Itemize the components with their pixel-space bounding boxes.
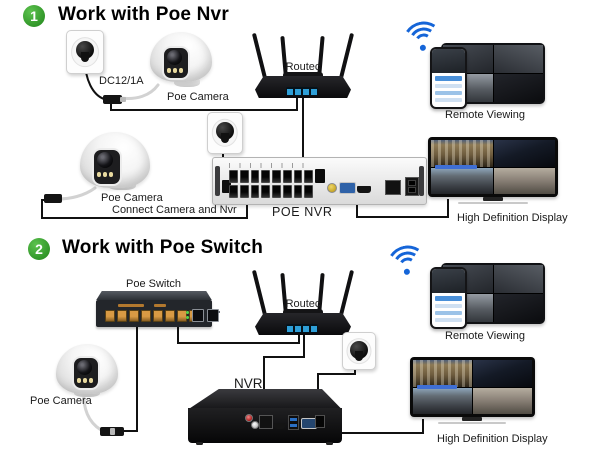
- nvr2-label: NVR: [234, 376, 263, 391]
- smartphone: [430, 47, 467, 109]
- dc-power-label: DC12/1A: [99, 75, 144, 87]
- camera-lens-icon: [97, 152, 113, 168]
- router-ports: [286, 87, 318, 96]
- pigtail-connector: [44, 194, 62, 203]
- wall-outlet-2: [207, 112, 243, 154]
- tv-stand: [462, 417, 482, 421]
- nvr-power-switch: [315, 169, 325, 183]
- switch-leds: [186, 311, 189, 319]
- tv-shadow: [438, 422, 506, 424]
- usb-ports: [288, 415, 299, 430]
- nvr-power-port: [222, 180, 231, 193]
- phone-screen: [432, 269, 465, 327]
- power-plug-icon: [350, 340, 368, 359]
- cable-switch-to-camera3: [122, 324, 138, 432]
- nvr-foot: [326, 442, 333, 445]
- router2-label: Routec: [285, 298, 321, 310]
- nvr2-power-port: [315, 415, 325, 428]
- tv-camera-grid: [413, 360, 532, 414]
- section2-badge: 2: [28, 238, 50, 260]
- camera2-label: Poe Camera: [101, 192, 163, 204]
- router-1: Routec: [251, 28, 355, 98]
- hd-display-label-2: High Definition Display: [437, 433, 548, 445]
- nvr-2: [188, 389, 342, 445]
- poe-camera-1: [148, 30, 216, 92]
- tv-shadow: [458, 202, 528, 204]
- router-fin: [283, 309, 323, 316]
- nvr-poe-ports: [229, 170, 313, 198]
- nvr-foot: [196, 442, 203, 445]
- router-2: Routec: [251, 265, 355, 335]
- section2-title: Work with Poe Switch: [62, 237, 264, 258]
- switch-poe-ports: [105, 310, 199, 322]
- power-plug-icon: [76, 41, 94, 60]
- remote-viewing-label: Remote Viewing: [445, 330, 525, 342]
- poe-nvr: [212, 157, 427, 205]
- camera-lens-icon: [167, 50, 182, 65]
- tv-camera-grid: [431, 140, 555, 194]
- dc-connector: [103, 95, 122, 104]
- phone-screen: [432, 49, 465, 107]
- switch-top: [96, 291, 212, 301]
- switch-print: [118, 304, 144, 307]
- smartphone: [430, 267, 467, 329]
- ethernet-port: [259, 415, 273, 429]
- router-ports: [286, 324, 318, 333]
- remote-viewing-label: Remote Viewing: [445, 109, 525, 121]
- camera1-label: Poe Camera: [167, 91, 229, 103]
- camera-base: [174, 77, 200, 87]
- tv-stand: [483, 197, 503, 201]
- switch-uplink-ports: [192, 309, 219, 322]
- camera-lens-icon: [77, 360, 92, 375]
- pigtail-connector-nut: [110, 428, 115, 435]
- wall-outlet-3: [342, 332, 376, 370]
- section1-badge: 1: [23, 5, 45, 27]
- remote-viewing-group-1: Remote Viewing: [427, 40, 545, 121]
- connect-camera-nvr-label: Connect Camera and Nvr: [112, 204, 237, 216]
- wifi-icon: [382, 241, 433, 292]
- camera-led-strip: [97, 172, 113, 177]
- rca-port-red: [245, 414, 253, 422]
- nvr-bracket: [419, 166, 424, 196]
- nvr-bracket: [215, 166, 220, 196]
- poe-camera-3: [52, 342, 122, 398]
- hdmi-port: [274, 423, 285, 429]
- hdmi-port: [357, 186, 371, 193]
- remote-viewing-group-2: Remote Viewing: [427, 258, 545, 342]
- switch-sfp: [218, 311, 220, 313]
- poe-nvr-label: POE NVR: [272, 205, 333, 219]
- camera3-label: Poe Camera: [30, 395, 92, 407]
- tv-osd-bar: [417, 385, 457, 389]
- power-plug-icon: [216, 122, 234, 141]
- hd-display-label-1: High Definition Display: [457, 212, 568, 224]
- poe-switch: [96, 291, 220, 327]
- dc-connector-tip: [120, 97, 126, 102]
- poe-camera-2: [72, 130, 156, 192]
- camera-led-strip: [167, 68, 183, 73]
- hd-display-1: [428, 137, 558, 205]
- tv-osd-bar: [435, 165, 477, 169]
- ethernet-port: [385, 180, 401, 195]
- hd-display-2: [410, 357, 535, 425]
- router1-label: Routec: [285, 61, 321, 73]
- nvr-port-numbers: [229, 163, 313, 168]
- wall-outlet-1: [66, 30, 104, 74]
- router-fin: [283, 72, 323, 79]
- poe-switch-label: Poe Switch: [126, 278, 182, 290]
- rca-port-white: [251, 421, 259, 429]
- rca-port-yellow: [327, 183, 337, 193]
- usb-ports: [405, 177, 419, 196]
- switch-print: [154, 304, 166, 307]
- section1-title: Work with Poe Nvr: [58, 4, 229, 25]
- tablet-camera-grid: [443, 265, 543, 322]
- vga-port: [339, 182, 356, 194]
- camera-led-strip: [77, 378, 93, 383]
- nvr2-top: [188, 389, 342, 410]
